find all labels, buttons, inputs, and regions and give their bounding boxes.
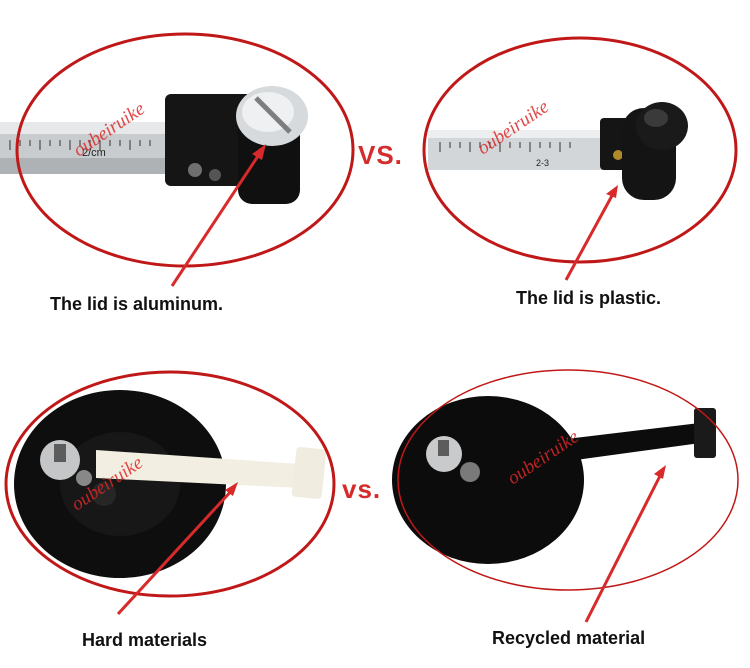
panel-plastic-lid: 2-3 oubeiruike The lid is plastic. xyxy=(400,0,750,340)
ruler-ticks xyxy=(9,140,151,150)
panel-aluminum-lid: 2/cm oubeiruike The lid is aluminum. xyxy=(0,0,370,340)
pointer-arrow xyxy=(170,149,264,287)
vs-label-bottom: vs. xyxy=(342,474,382,504)
section-divider xyxy=(0,340,750,341)
caption-hard-materials: Hard materials xyxy=(82,630,208,650)
plastic-lid-photo: 2-3 xyxy=(422,36,738,281)
highlight-ellipse xyxy=(4,370,336,598)
ruler-unit-label: 2-3 xyxy=(536,158,549,168)
aluminum-lid-photo: 2/cm xyxy=(0,32,355,287)
caption-recycled-material: Recycled material xyxy=(492,628,646,648)
highlight-ellipse xyxy=(397,369,739,591)
recycled-material-photo xyxy=(392,369,739,623)
pointer-arrow xyxy=(564,191,616,281)
recycled-arm xyxy=(458,422,708,476)
ruler-unit-label: 2/cm xyxy=(82,147,106,159)
panel-hard-materials: oubeiruike Hard materials xyxy=(0,368,370,668)
plastic-lid-cap xyxy=(636,102,688,150)
hard-materials-photo xyxy=(4,370,336,616)
caption-plastic-lid: The lid is plastic. xyxy=(516,288,662,308)
nylon-arm xyxy=(96,450,300,488)
pointer-arrow xyxy=(584,471,664,623)
vs-label-top: VS. xyxy=(358,140,403,170)
ruler-ticks xyxy=(439,142,571,152)
suction-disc xyxy=(392,396,584,564)
caption-aluminum-lid: The lid is aluminum. xyxy=(50,294,224,314)
panel-recycled-material: oubeiruike Recycled material xyxy=(388,368,750,668)
highlight-ellipse xyxy=(422,36,738,264)
pointer-arrow xyxy=(116,486,236,616)
clamp-block xyxy=(165,94,253,186)
